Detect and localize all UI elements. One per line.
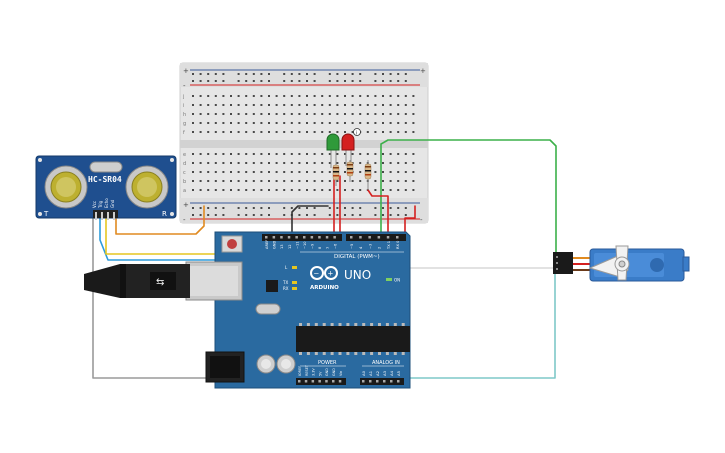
- digital-pin-label: 2: [378, 247, 382, 249]
- transmitter-transducer: [44, 165, 88, 209]
- sensor-mark-t: T: [43, 210, 49, 218]
- power-pin-label: GND: [325, 368, 329, 376]
- arduino-model: UNO: [344, 268, 371, 282]
- svg-text:a: a: [183, 188, 186, 194]
- breadboard-minus-top: -: [183, 82, 186, 90]
- resistor-3[interactable]: [364, 160, 372, 190]
- sensor-mark-r: R: [162, 210, 167, 218]
- svg-text:c: c: [183, 170, 186, 176]
- row-letters-top: j i h g f: [182, 94, 186, 136]
- analog-label: ANALOG IN: [372, 360, 400, 366]
- atmega-chip: [296, 323, 410, 355]
- breadboard[interactable]: + - + - + - j i h g f e d c b a: [179, 62, 429, 224]
- svg-text:ON: ON: [394, 278, 400, 283]
- digital-pin-label: ~9: [311, 243, 315, 249]
- svg-text:TX: TX: [282, 280, 288, 285]
- digital-pin-label: ~11: [295, 241, 299, 249]
- analog-pin-label: A4: [389, 370, 394, 376]
- svg-text:g: g: [183, 121, 186, 127]
- sensor-pin-labels: Vcc Trig Echo Gnd: [92, 198, 115, 209]
- digital-pin-label: 12: [288, 244, 292, 249]
- svg-text:j: j: [182, 94, 184, 100]
- servo-horn[interactable]: [588, 245, 630, 281]
- servo-motor[interactable]: [553, 245, 690, 282]
- digital-pin-label: 8: [318, 246, 322, 249]
- capacitors: [256, 354, 296, 374]
- power-pin-label: 5V: [318, 371, 322, 376]
- digital-pin-label: ~5: [350, 244, 354, 249]
- svg-text:h: h: [183, 112, 186, 118]
- svg-text:−: −: [314, 270, 320, 278]
- usb-chip: [266, 280, 278, 292]
- analog-pin-label: A5: [396, 370, 401, 376]
- usb-cable: ⇆: [84, 264, 190, 298]
- digital-pin-label: TX 1: [387, 241, 391, 250]
- digital-label: DIGITAL (PWM~): [334, 254, 380, 260]
- svg-text:Echo: Echo: [104, 198, 109, 208]
- board-crystal: [255, 303, 281, 315]
- analog-pin-label: A1: [368, 370, 373, 376]
- row-letters-bottom: e d c b a: [183, 152, 186, 194]
- power-pin-label: GND: [332, 368, 336, 376]
- receiver-transducer: [125, 165, 169, 209]
- power-pin-label: Vin: [339, 371, 343, 376]
- wire-red-resistor: [367, 189, 389, 237]
- digital-pin-label: ~6: [333, 243, 337, 249]
- svg-text:d: d: [183, 161, 186, 167]
- power-jack[interactable]: [205, 351, 245, 383]
- digital-pin-label: AREF: [265, 240, 269, 249]
- analog-pin-label: A3: [382, 370, 387, 376]
- svg-text:Trig: Trig: [98, 200, 103, 209]
- analog-pin-label: A2: [375, 370, 380, 376]
- svg-text:Gnd: Gnd: [110, 199, 115, 208]
- sensor-model-label: HC-SR04: [88, 175, 122, 184]
- digital-pin-label: ~3: [368, 244, 372, 249]
- svg-text:⇆: ⇆: [156, 277, 164, 288]
- crystal: [89, 161, 123, 173]
- breadboard-plus-top-right: +: [420, 67, 426, 75]
- digital-pin-label: 4: [359, 246, 363, 249]
- power-pin-label: IOREF: [298, 366, 302, 376]
- breadboard-minus-bottom-right: -: [420, 216, 423, 224]
- power-label: POWER: [318, 360, 337, 366]
- svg-text:i: i: [183, 103, 184, 109]
- svg-text:Vcc: Vcc: [92, 201, 97, 208]
- wire-red-power: [404, 205, 416, 237]
- svg-text:+: +: [328, 270, 334, 278]
- svg-text:f: f: [183, 130, 185, 136]
- analog-pin-label: A0: [361, 370, 366, 376]
- breadboard-minus-bottom: -: [183, 216, 186, 224]
- digital-pin-label: GND: [273, 241, 277, 249]
- resistor-2[interactable]: [346, 160, 354, 182]
- svg-text:L: L: [285, 265, 288, 270]
- ultrasonic-sensor[interactable]: HC-SR04 T R Vcc Trig Echo Gnd: [35, 155, 177, 220]
- svg-text:RX: RX: [283, 286, 289, 291]
- digital-pin-label: ~10: [303, 241, 307, 249]
- arduino-brand: ARDUINO: [310, 285, 339, 291]
- wire-orange-sensor: [115, 205, 205, 235]
- digital-pin-label: 7: [326, 247, 330, 249]
- wire-black-gnd: [291, 205, 329, 237]
- reset-button[interactable]: [221, 235, 243, 253]
- status-leds: L TX RX ON: [282, 265, 400, 291]
- usb-port[interactable]: [185, 261, 243, 301]
- digital-pin-label: 13: [280, 244, 284, 249]
- resistor-1[interactable]: [332, 160, 340, 186]
- svg-text:i: i: [356, 130, 357, 136]
- svg-text:b: b: [183, 179, 186, 185]
- breadboard-plus-bottom: +: [183, 201, 189, 209]
- svg-text:e: e: [183, 152, 186, 158]
- arduino-logo: − +: [310, 266, 338, 280]
- breadboard-plus-top: +: [183, 67, 189, 75]
- power-pin-label: RESET: [305, 364, 309, 376]
- digital-pin-label: RX 0: [396, 240, 400, 249]
- power-pin-label: 3.3V: [312, 368, 316, 376]
